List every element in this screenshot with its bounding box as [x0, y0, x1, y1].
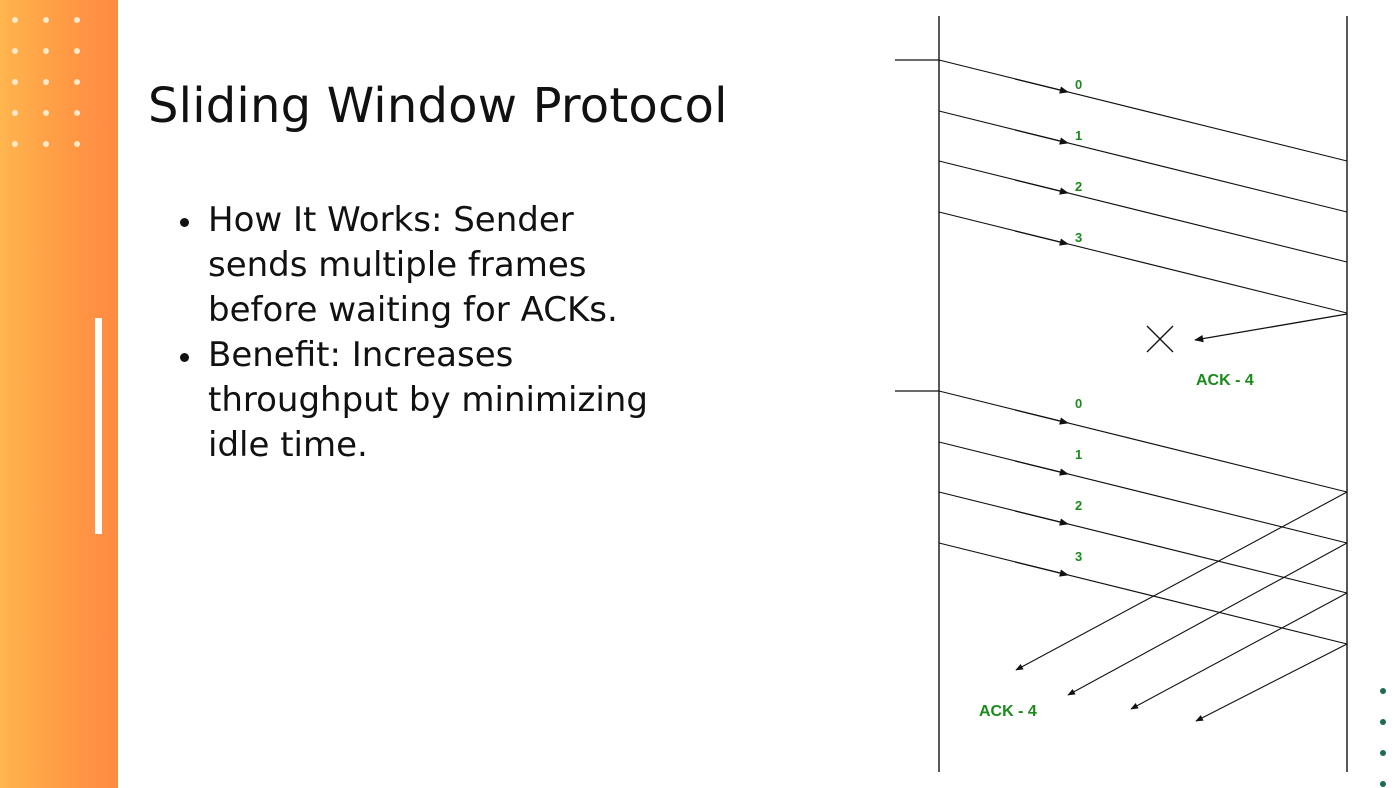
- decorative-dot: [43, 110, 49, 116]
- decorative-green-dot: [1380, 688, 1386, 694]
- decorative-dot: [74, 141, 80, 147]
- decorative-dot: [12, 17, 18, 23]
- frame-arrow-bottom-2: [1014, 510, 1069, 526]
- frame-arrow-top-0: [1014, 78, 1069, 94]
- decorative-dot: [74, 79, 80, 85]
- decorative-dot: [43, 79, 49, 85]
- frame-line-top-1: [938, 110, 1348, 213]
- decorative-dot: [12, 110, 18, 116]
- decorative-dot: [43, 48, 49, 54]
- bullet-item-how-it-works: How It Works: Sender sends multiple fram…: [180, 198, 650, 333]
- frame-arrow-bottom-1: [1014, 460, 1069, 476]
- decorative-green-dot: [1380, 750, 1386, 756]
- sidebar-accent: [0, 0, 118, 788]
- frame-line-bottom-3: [938, 542, 1348, 645]
- ack-arrow-bottom-2: [1130, 592, 1348, 710]
- frame-arrow-top-1: [1014, 129, 1069, 145]
- decorative-dot: [43, 141, 49, 147]
- frame-line-top-0: [938, 59, 1348, 162]
- frame-label-bottom-3: 3: [1075, 549, 1082, 564]
- ack-arrows-bottom: [1015, 491, 1348, 722]
- ack-label-bottom: ACK - 4: [979, 703, 1037, 720]
- ack-arrow-bottom-0: [1015, 491, 1348, 671]
- decorative-dot: [12, 141, 18, 147]
- frame-line-bottom-0: [938, 390, 1348, 493]
- frame-label-top-0: 0: [1075, 77, 1082, 92]
- decorative-dot: [12, 48, 18, 54]
- frame-line-bottom-1: [938, 441, 1348, 544]
- decorative-dot: [74, 48, 80, 54]
- frame-line-top-2: [938, 160, 1348, 263]
- frame-arrow-bottom-3: [1014, 561, 1069, 577]
- frame-arrow-top-3: [1014, 230, 1069, 246]
- slide-title: Sliding Window Protocol: [148, 78, 728, 134]
- bullet-list: How It Works: Sender sends multiple fram…: [180, 198, 650, 468]
- decorative-dot: [74, 110, 80, 116]
- frame-label-top-3: 3: [1075, 230, 1082, 245]
- frames-group-bottom: 0 1 2 3: [938, 390, 1348, 645]
- decorative-dot: [43, 17, 49, 23]
- frame-line-top-3: [938, 211, 1348, 314]
- frame-label-bottom-2: 2: [1075, 498, 1082, 513]
- lost-ack-arrow: [1194, 313, 1348, 343]
- frame-line-bottom-2: [938, 491, 1348, 594]
- decorative-green-dot: [1380, 781, 1386, 787]
- bullet-item-benefit: Benefit: Increases throughput by minimiz…: [180, 333, 650, 468]
- decorative-dot: [12, 79, 18, 85]
- decorative-green-dot: [1380, 719, 1386, 725]
- frame-label-top-1: 1: [1075, 128, 1082, 143]
- frame-arrow-top-2: [1014, 179, 1069, 195]
- frames-group-top: 0 1 2 3: [938, 59, 1348, 314]
- frame-label-bottom-0: 0: [1075, 396, 1082, 411]
- decorative-dot: [74, 17, 80, 23]
- lost-ack-x-icon: [1146, 325, 1174, 353]
- frame-label-bottom-1: 1: [1075, 447, 1082, 462]
- sliding-window-diagram: 0 1 2 3 ACK - 4 0 1 2 3 ACK - 4: [895, 16, 1348, 772]
- ack-label-top: ACK - 4: [1196, 372, 1254, 389]
- ack-arrow-bottom-1: [1067, 542, 1348, 696]
- ack-arrow-bottom-3: [1195, 643, 1348, 722]
- frame-label-top-2: 2: [1075, 179, 1082, 194]
- frame-arrow-bottom-0: [1014, 409, 1069, 425]
- decorative-white-bar: [95, 318, 102, 534]
